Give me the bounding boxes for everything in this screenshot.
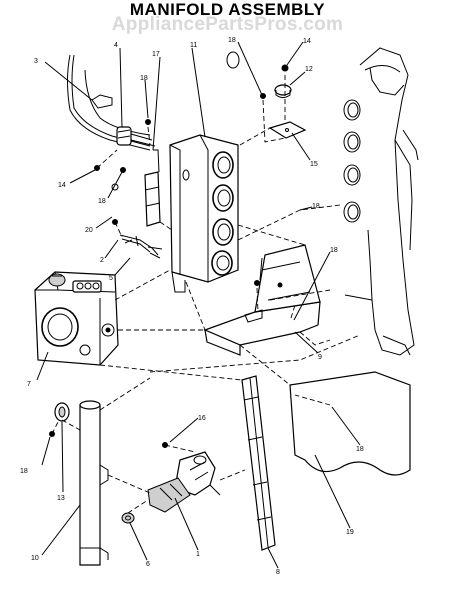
cabinet-side-panel: [226, 47, 419, 356]
callout-12: 12: [305, 66, 313, 73]
callout-15: 15: [310, 161, 318, 168]
callout-10: 10: [31, 555, 39, 562]
callout-2: 2: [100, 257, 104, 264]
watermark: AppliancePartsPros.com: [111, 14, 344, 35]
gas-pipe: [79, 400, 109, 566]
support-bracket: [203, 244, 321, 356]
callout-14-left: 14: [58, 182, 66, 189]
callout-6: 6: [146, 561, 150, 568]
diagram-title: MANIFOLD ASSEMBLY: [129, 0, 326, 19]
burner-orifice: [147, 451, 221, 513]
callout-19: 19: [346, 529, 354, 536]
callout-4: 4: [114, 42, 118, 49]
callout-5: 5: [109, 275, 113, 282]
callout-18-shield: 18: [356, 446, 364, 453]
callouts: 3 4 17 11 18 18 14 12 15 14 18 20 2 5 18…: [20, 37, 364, 576]
igniter: [119, 234, 163, 259]
callout-16: 16: [198, 415, 206, 422]
callout-18-upper: 18: [140, 75, 148, 82]
channel-bracket: [241, 375, 276, 551]
callout-18-mid: 18: [312, 203, 320, 210]
valve-cap: [274, 84, 292, 98]
pilot-bar: [144, 149, 161, 227]
nut: [121, 512, 135, 524]
heat-shield: [289, 371, 411, 476]
callout-14-top: 14: [303, 38, 311, 45]
leader-lines: [36, 41, 361, 569]
cover-plate: [268, 121, 307, 139]
callout-17: 17: [152, 51, 160, 58]
callout-18-top: 18: [228, 37, 236, 44]
callout-1: 1: [196, 551, 200, 558]
callout-20: 20: [85, 227, 93, 234]
callout-13: 13: [57, 495, 65, 502]
manifold-bracket: [169, 134, 239, 293]
knob: [54, 402, 70, 422]
callout-9: 9: [318, 354, 322, 361]
callout-18-knob: 18: [20, 468, 28, 475]
callout-7: 7: [27, 381, 31, 388]
callout-8: 8: [276, 569, 280, 576]
callout-18-left: 18: [98, 198, 106, 205]
callout-3: 3: [34, 58, 38, 65]
gas-control-valve: [34, 271, 119, 366]
callout-11: 11: [190, 42, 197, 49]
pilot-tubing: [67, 54, 156, 151]
callout-18-right: 18: [330, 247, 338, 254]
